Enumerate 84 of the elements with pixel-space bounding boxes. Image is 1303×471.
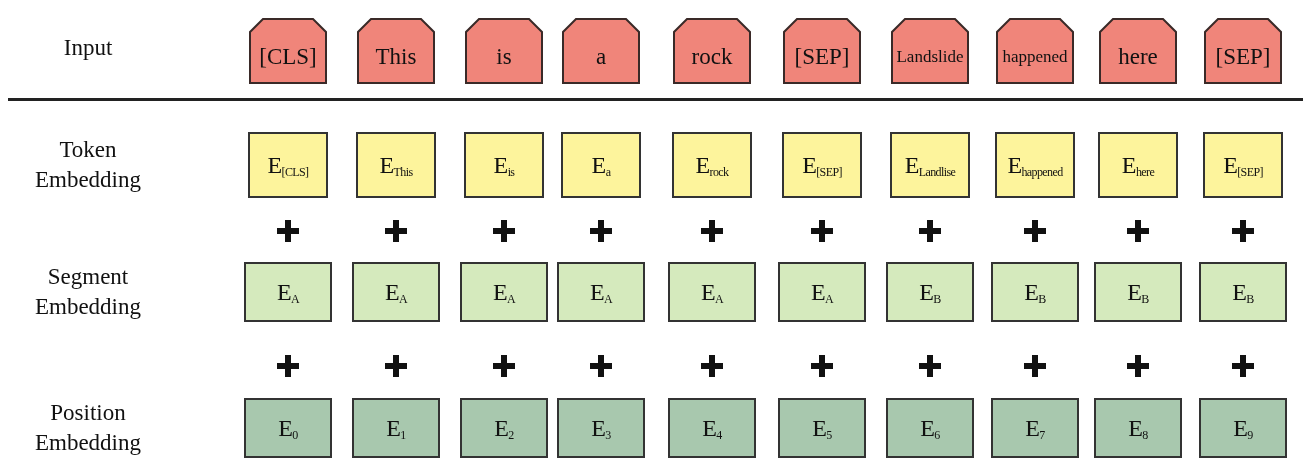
token-tag [357, 18, 435, 84]
token-text: [SEP] [794, 42, 850, 71]
embedding-box [561, 132, 641, 198]
embedding-box [464, 132, 544, 198]
embedding-box [557, 398, 645, 458]
token-tag [891, 18, 969, 84]
token-tag [1204, 18, 1282, 84]
embedding-box [1098, 132, 1178, 198]
embedding-text: E$_{rock}$ [695, 153, 729, 177]
token-text: here [1118, 42, 1158, 71]
embedding-text: E$_{here}$ [1121, 153, 1155, 177]
embedding-text: E$_{2}$ [494, 416, 514, 440]
embedding-box [668, 262, 756, 322]
embedding-text: E$_{[SEP]}$ [802, 153, 842, 177]
token-text: Landslide [896, 46, 964, 69]
embedding-text: E$_{1}$ [386, 416, 406, 440]
embedding-box [352, 398, 440, 458]
embedding-box [778, 398, 866, 458]
embedding-box [460, 262, 548, 322]
embedding-box [244, 398, 332, 458]
token-text: [SEP] [1215, 42, 1271, 71]
token-tag [783, 18, 861, 84]
row-label: Input [62, 34, 114, 62]
embedding-text: E$_{7}$ [1025, 416, 1045, 440]
embedding-box [557, 262, 645, 322]
embedding-box [890, 132, 970, 198]
token-tag [1099, 18, 1177, 84]
embedding-text: E$_{Landlise}$ [904, 153, 956, 177]
token-tag [465, 18, 543, 84]
embedding-text: E$_{4}$ [702, 416, 722, 440]
embedding-box [995, 132, 1075, 198]
embedding-text: E$_{B}$ [1127, 280, 1149, 304]
row-label: Position Embedding [33, 399, 142, 457]
token-tag [996, 18, 1074, 84]
token-text: a [595, 42, 607, 71]
embedding-box [886, 398, 974, 458]
embedding-box [352, 262, 440, 322]
embedding-box [668, 398, 756, 458]
embedding-text: E$_{6}$ [920, 416, 940, 440]
embedding-box [782, 132, 862, 198]
embedding-box [1199, 398, 1287, 458]
embedding-text: E$_{This}$ [379, 153, 413, 177]
embedding-box [1094, 262, 1182, 322]
token-text: happened [1002, 46, 1068, 69]
token-text: rock [691, 42, 733, 71]
embedding-text: E$_{a}$ [591, 153, 611, 177]
embedding-box [886, 262, 974, 322]
embedding-text: E$_{B}$ [1024, 280, 1046, 304]
embedding-box [248, 132, 328, 198]
embedding-text: E$_{9}$ [1233, 416, 1253, 440]
embedding-box [460, 398, 548, 458]
embedding-text: E$_{3}$ [591, 416, 611, 440]
embedding-box [244, 262, 332, 322]
embedding-box [356, 132, 436, 198]
embedding-box [1203, 132, 1283, 198]
embedding-text: E$_{[SEP]}$ [1223, 153, 1263, 177]
embedding-text: E$_{8}$ [1128, 416, 1148, 440]
token-tag [249, 18, 327, 84]
embedding-box [1199, 262, 1287, 322]
token-tag [673, 18, 751, 84]
embedding-text: E$_{[CLS]}$ [267, 153, 309, 177]
embedding-box [778, 262, 866, 322]
embedding-text: E$_{A}$ [276, 280, 300, 304]
embedding-box [991, 398, 1079, 458]
embedding-text: E$_{B}$ [919, 280, 941, 304]
row-label: Segment Embedding [33, 263, 142, 321]
embedding-text: E$_{A}$ [810, 280, 834, 304]
token-text: [CLS] [259, 42, 317, 71]
embedding-text: E$_{A}$ [589, 280, 613, 304]
embedding-text: E$_{5}$ [812, 416, 832, 440]
row-label: Token Embedding [33, 136, 142, 194]
token-tag [562, 18, 640, 84]
embedding-box [991, 262, 1079, 322]
token-text: This [375, 42, 417, 71]
embedding-text: E$_{happened}$ [1007, 153, 1063, 177]
embedding-box [1094, 398, 1182, 458]
token-text: is [496, 42, 512, 71]
embedding-text: E$_{is}$ [493, 153, 515, 177]
embedding-text: E$_{A}$ [384, 280, 408, 304]
embedding-text: E$_{A}$ [700, 280, 724, 304]
embedding-text: E$_{A}$ [492, 280, 516, 304]
embedding-box [672, 132, 752, 198]
embedding-text: E$_{B}$ [1232, 280, 1254, 304]
embedding-text: E$_{0}$ [278, 416, 298, 440]
